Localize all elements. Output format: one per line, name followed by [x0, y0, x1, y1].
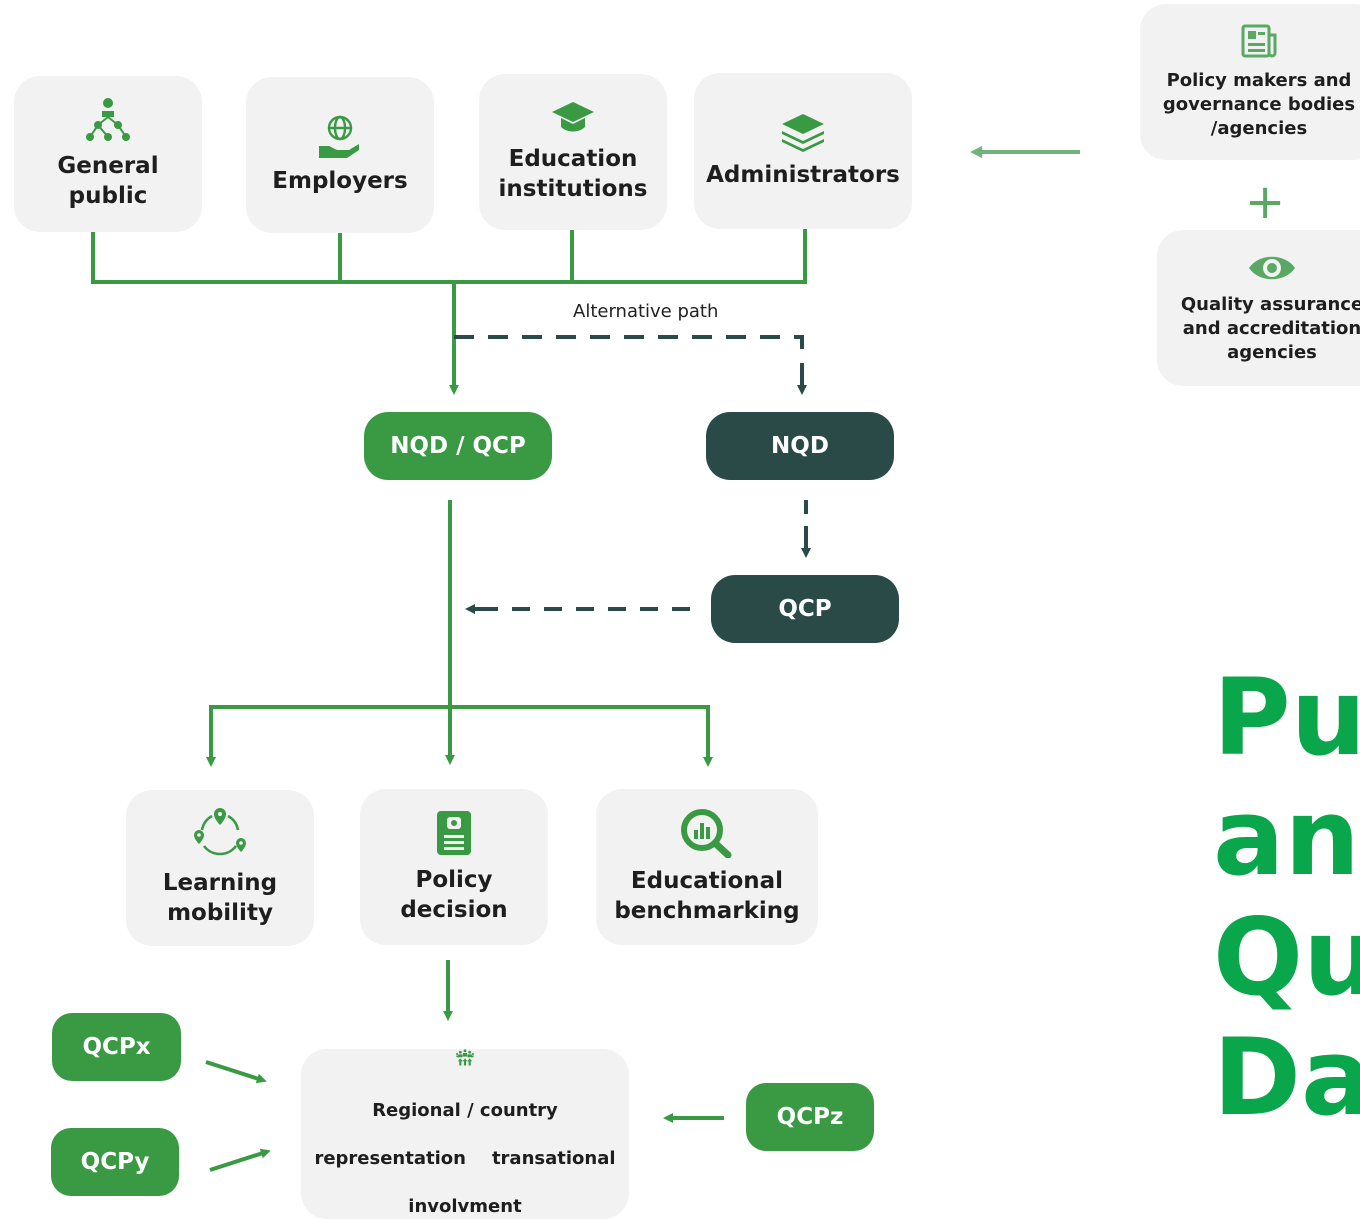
document-badge-icon — [437, 811, 471, 855]
people-growth-icon — [456, 1049, 474, 1066]
card-learning-mobility: Learning mobility — [126, 790, 314, 946]
hierarchy-icon — [86, 98, 130, 141]
graduation-cap-icon — [552, 102, 594, 132]
card-regional-representation: Regional / country representation transat… — [301, 1049, 629, 1219]
card-general-public: General public — [14, 76, 202, 232]
card-policy-makers: Policy makers and governance bodies /age… — [1140, 4, 1360, 160]
policy-decision-label: Policy decision — [400, 867, 508, 923]
newspaper-icon — [1241, 24, 1277, 58]
node-nqd-qcp: NQD / QCP — [364, 412, 552, 480]
cycle-location-icon — [194, 808, 246, 856]
general-public-label: General public — [57, 153, 159, 209]
node-qcpx: QCPx — [52, 1013, 181, 1081]
card-quality-assurance: Quality assurance and accreditation agen… — [1157, 230, 1360, 386]
globe-hand-icon — [319, 115, 359, 158]
layers-icon — [782, 114, 824, 152]
node-nqd: NQD — [706, 412, 894, 480]
card-educational-benchmarking: Educational benchmarking — [596, 789, 818, 945]
card-employers: Employers — [246, 77, 434, 233]
regional-line2a: representation — [314, 1148, 466, 1169]
regional-label: Regional / country representation transat… — [314, 1075, 615, 1219]
alternative-path-label: Alternative path — [573, 301, 719, 322]
card-policy-decision: Policy decision — [360, 789, 548, 945]
quality-assurance-label: Quality assurance and accreditation agen… — [1180, 294, 1360, 363]
employers-label: Employers — [272, 168, 408, 194]
educational-benchmarking-label: Educational benchmarking — [614, 868, 800, 924]
education-institutions-label: Education institutions — [498, 146, 648, 202]
plus-icon: + — [1245, 174, 1286, 230]
policy-makers-label: Policy makers and governance bodies /age… — [1162, 70, 1356, 139]
administrators-label: Administrators — [706, 162, 900, 188]
card-education-institutions: Education institutions — [479, 74, 667, 230]
node-qcpy: QCPy — [51, 1128, 179, 1196]
learning-mobility-label: Learning mobility — [162, 870, 278, 926]
regional-line3: involvment — [408, 1196, 522, 1217]
eye-icon — [1249, 256, 1295, 280]
analytics-search-icon — [681, 809, 732, 858]
node-qcp: QCP — [711, 575, 899, 643]
title-fragment: Pu an Qu Da — [1213, 656, 1360, 1139]
regional-line2b: transational — [491, 1148, 616, 1169]
card-administrators: Administrators — [694, 73, 912, 229]
node-qcpz: QCPz — [746, 1083, 874, 1151]
regional-line1: Regional / country — [372, 1100, 558, 1121]
